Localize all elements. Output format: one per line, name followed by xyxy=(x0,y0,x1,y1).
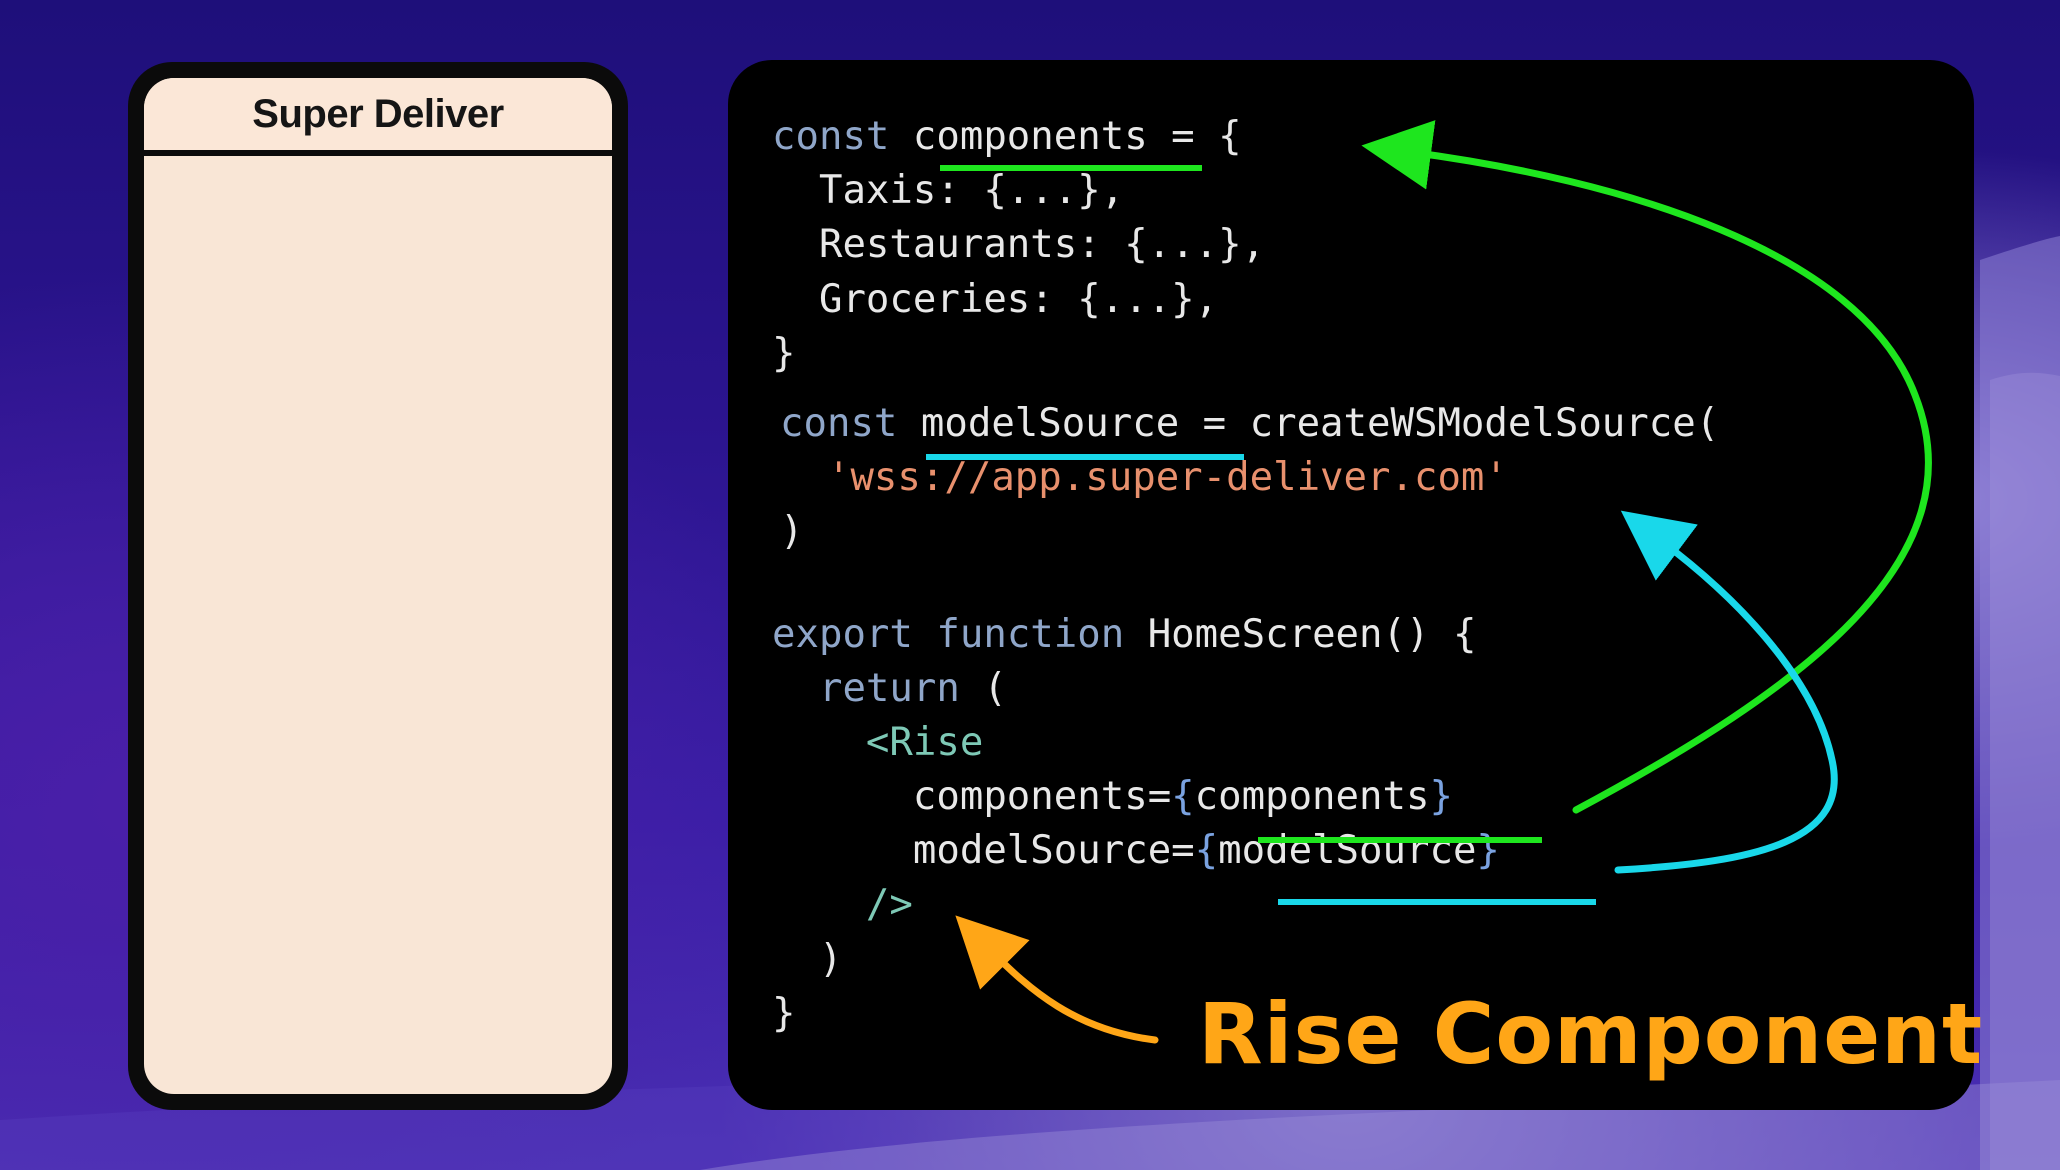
jsx-tag-close: /> xyxy=(865,882,913,928)
code-editor-panel: const components = { Taxis: {...}, Resta… xyxy=(728,60,1974,1110)
prop-value-modelsource: modelSource xyxy=(1218,828,1477,874)
code-line-15: ) xyxy=(772,936,843,982)
indent xyxy=(772,882,866,927)
indent xyxy=(772,774,913,819)
code-line-6: const modelSource = createWSModelSource( xyxy=(780,397,1719,451)
string-url: 'wss://app.super-deliver.com' xyxy=(826,455,1508,501)
prop-components: components= xyxy=(912,774,1172,820)
indent xyxy=(772,666,819,711)
code-line-8: ) xyxy=(780,509,804,555)
code-line-4: Groceries: {...}, xyxy=(772,276,1219,322)
indent xyxy=(772,828,913,873)
code-gap xyxy=(772,560,1711,608)
keyword-export: export xyxy=(772,611,913,657)
code-line-1: const components = { xyxy=(772,110,1711,164)
app-title: Super Deliver xyxy=(252,91,504,136)
jsx-tag-rise: <Rise xyxy=(865,719,984,765)
code-block: const components = { Taxis: {...}, Resta… xyxy=(772,110,1719,1041)
brace: } xyxy=(1429,774,1453,820)
code-line-5: } xyxy=(772,330,796,376)
code-line-10: return ( xyxy=(772,662,1711,716)
code-text: = { xyxy=(1147,114,1242,159)
code-line-9: export function HomeScreen() { xyxy=(772,608,1711,662)
code-text: = createWSModelSource( xyxy=(1179,400,1720,446)
rise-component-label: Rise Component xyxy=(1198,985,1984,1083)
prop-modelsource: modelSource= xyxy=(912,828,1195,874)
keyword-return: return xyxy=(818,665,960,711)
code-gap xyxy=(772,381,1711,397)
indent xyxy=(772,720,866,765)
indent xyxy=(780,455,827,500)
code-line-14: /> xyxy=(772,878,1711,932)
code-line-2: Taxis: {...}, xyxy=(772,168,1125,214)
brace: { xyxy=(1194,828,1219,874)
code-text: ( xyxy=(959,665,1007,711)
prop-value-components: components xyxy=(1194,774,1430,820)
phone-mockup: Super Deliver xyxy=(128,62,628,1110)
keyword-function: function xyxy=(936,611,1125,657)
code-line-12: components={components} xyxy=(772,770,1711,824)
phone-screen: Super Deliver xyxy=(144,78,612,1094)
code-line-13: modelSource={modelSource} xyxy=(772,824,1711,878)
keyword-const: const xyxy=(780,400,898,446)
code-line-7: 'wss://app.super-deliver.com' xyxy=(780,451,1719,505)
keyword-const: const xyxy=(772,114,890,159)
brace: } xyxy=(1476,828,1500,874)
identifier-modelsource: modelSource xyxy=(920,400,1180,446)
code-line-11: <Rise xyxy=(772,716,1711,770)
code-line-16: } xyxy=(772,990,796,1036)
brace: { xyxy=(1171,774,1195,820)
function-name: HomeScreen() { xyxy=(1147,611,1477,657)
identifier-components: components xyxy=(912,114,1148,159)
code-line-3: Restaurants: {...}, xyxy=(772,222,1266,268)
phone-header: Super Deliver xyxy=(144,78,612,156)
